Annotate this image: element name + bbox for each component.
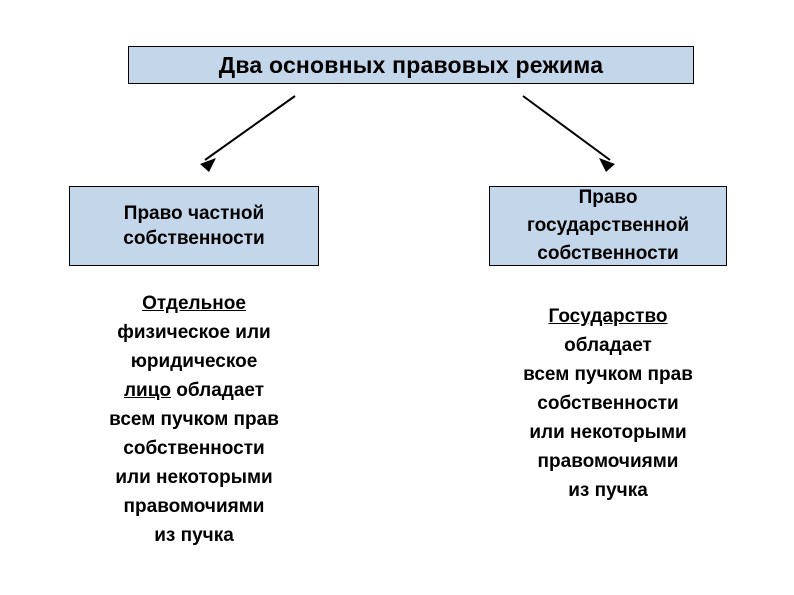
left-caption-line-2: физическое или (117, 322, 271, 343)
right-caption-line-7: из пучка (568, 480, 648, 501)
left-caption-line-4-rest: обладает (176, 380, 265, 401)
right-caption-line-5: или некоторыми (529, 422, 687, 443)
arrow-line-right (522, 95, 611, 161)
left-caption-line-7: или некоторыми (115, 467, 273, 488)
diagram-title-text: Два основных правовых режима (218, 52, 604, 78)
left-branch-box: Право частной собственности (69, 186, 319, 266)
left-caption-line-6: собственности (123, 438, 265, 459)
right-caption-line-1: Государство (548, 306, 668, 327)
left-caption-line-8: правомочиями (123, 496, 265, 517)
right-branch-label-line3: собственности (537, 243, 679, 264)
arrow-head-left (200, 158, 216, 172)
left-branch-label-line1: Право частной (123, 203, 265, 224)
diagram-title-box: Два основных правовых режима (128, 46, 694, 84)
left-caption-line-5: всем пучком прав (109, 409, 279, 430)
right-branch-box: Право государственной собственности (489, 186, 727, 266)
left-caption-line-4-underlined: лицо (123, 380, 171, 401)
right-branch-label-line1: Право (578, 187, 638, 208)
right-caption-line-4: собственности (537, 393, 679, 414)
left-branch-label-line2: собственности (123, 228, 265, 249)
left-branch-caption: Отдельное физическое или юридическое лиц… (49, 289, 339, 550)
right-branch-label-line2: государственной (526, 215, 690, 236)
right-caption-line-2: обладает (564, 335, 652, 356)
left-caption-line-9: из пучка (154, 525, 234, 546)
left-caption-line-1: Отдельное (142, 293, 246, 314)
right-branch-caption: Государство обладает всем пучком прав со… (468, 302, 748, 505)
right-caption-line-6: правомочиями (537, 451, 679, 472)
left-caption-line-3: юридическое (130, 351, 258, 372)
right-caption-line-3: всем пучком прав (523, 364, 693, 385)
arrow-head-right (599, 158, 615, 172)
arrow-line-left (204, 95, 296, 161)
